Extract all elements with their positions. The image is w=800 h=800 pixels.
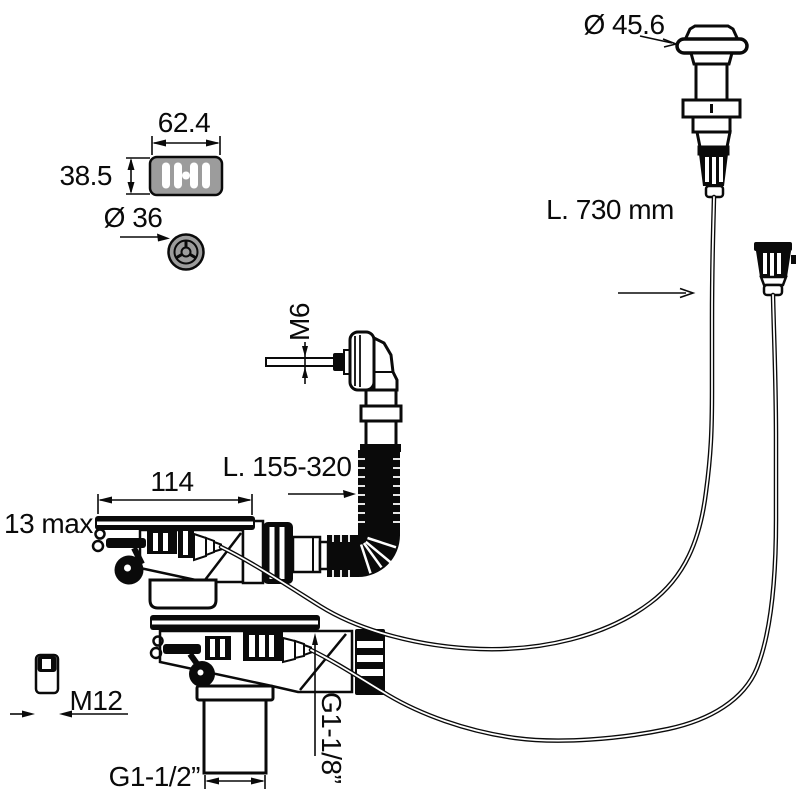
flange-width-dimension [97,494,253,515]
overflow-faceplate [148,155,224,197]
hose-length-label: L. 155-320 [223,451,352,482]
control-knob [167,233,205,271]
knob-diameter-label: Ø 36 [104,202,163,233]
upper-waste-body [91,516,330,610]
faceplate-height-label: 38.5 [60,160,113,191]
m12-stud [34,653,60,695]
outlet-thread-label: G1-1/8” [316,692,347,784]
faceplate-width-dimension [151,136,221,155]
actuator-cable-upper [218,194,717,652]
flange-width-label: 114 [150,466,193,497]
stud-thread-label: M12 [70,685,123,716]
lower-waste-body [149,615,385,775]
overflow-elbow [265,330,403,452]
knob-diameter-leader [120,233,170,242]
outlet-thread-dimension [312,633,318,756]
faceplate-height-dimension [126,157,150,195]
cap-diameter-leader [639,35,679,48]
cable-length-label: L. 730 mm [546,194,674,225]
overflow-screw-label: M6 [284,303,315,341]
faceplate-width-label: 62.4 [158,107,211,138]
actuator-cable-lower [308,292,779,743]
pop-up-actuator [675,24,749,199]
tailpiece-thread-dimension [204,775,266,789]
rim-thickness-label: 13 max [4,508,93,539]
cap-diameter-label: Ø 45.6 [583,9,664,40]
hose-length-arrow [288,490,356,498]
cable-connector [754,242,796,297]
cable-length-arrow [618,287,696,299]
tailpiece-thread-label: G1-1/2” [109,761,201,792]
flexible-hose [327,450,400,577]
overflow-screw-dimension [302,342,308,384]
stud-thread-dimension [10,710,128,718]
